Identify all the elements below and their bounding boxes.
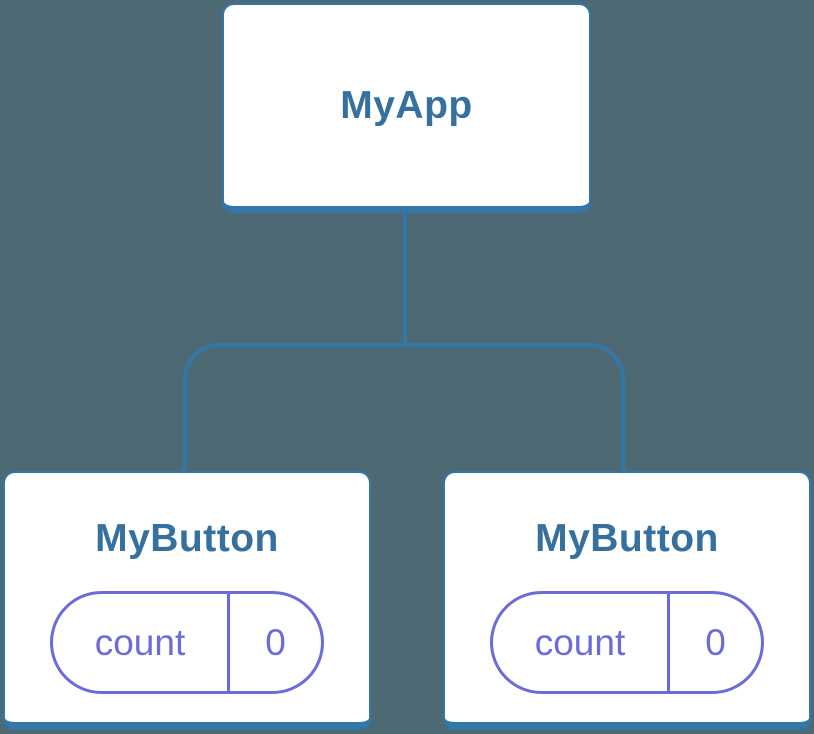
component-label-mybutton-left: MyButton [95,517,279,560]
component-node-myapp: MyApp [222,3,591,213]
state-key-right: count [534,621,626,663]
component-label-myapp: MyApp [340,83,473,127]
state-key-left: count [94,621,186,663]
component-label-mybutton-right: MyButton [535,517,719,560]
state-value-left: 0 [227,594,321,691]
state-value-right: 0 [667,594,761,691]
state-pill-left: count 0 [50,591,324,694]
component-node-mybutton-right: MyButton count 0 [443,471,811,730]
state-pill-right: count 0 [490,591,764,694]
component-node-mybutton-left: MyButton count 0 [3,471,371,730]
connector-bracket [183,343,625,471]
connector-stem [403,210,407,345]
